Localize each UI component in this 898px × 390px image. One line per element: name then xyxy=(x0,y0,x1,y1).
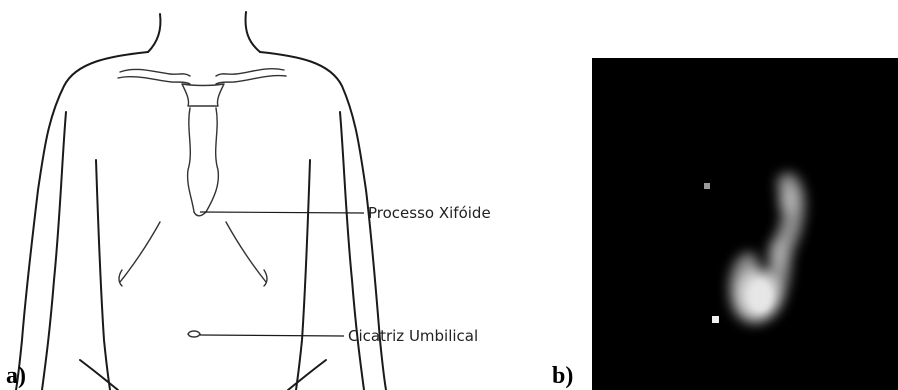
left-torso-side xyxy=(96,160,110,390)
torso-diagram-panel: Processo Xifóide Cicatriz Umbilical xyxy=(0,0,580,390)
navel xyxy=(188,331,200,337)
marker-dot-lower xyxy=(712,316,719,323)
neck-right-outline xyxy=(246,12,260,52)
left-clavicle-lower xyxy=(118,77,190,84)
scan-image-panel xyxy=(592,58,898,390)
xiphoid-leader-line xyxy=(200,212,364,213)
left-rib-margin xyxy=(120,222,160,282)
umbilical-scar-label: Cicatriz Umbilical xyxy=(348,329,478,344)
sternum-body-right xyxy=(206,108,218,212)
right-rib-margin-inner xyxy=(264,270,267,286)
right-clavicle xyxy=(216,69,284,76)
neck-left-outline xyxy=(148,14,161,52)
sternum-body-left xyxy=(188,108,194,212)
right-clavicle-lower xyxy=(216,76,286,84)
right-hip-line xyxy=(288,360,326,390)
right-torso-side xyxy=(296,160,310,390)
right-rib-margin xyxy=(226,222,266,282)
marker-dot-upper xyxy=(704,183,710,189)
manubrium xyxy=(182,84,224,106)
torso-illustration xyxy=(0,0,580,390)
panel-a-letter: a) xyxy=(6,364,26,388)
xiphoid-process-label: Processo Xifóide xyxy=(368,206,491,221)
left-rib-margin-inner xyxy=(119,270,122,286)
umbilicus-leader-line xyxy=(200,335,344,336)
panel-b-letter: b) xyxy=(552,364,573,388)
left-clavicle xyxy=(120,69,190,76)
left-inner-arm-line xyxy=(42,112,66,390)
scan-image xyxy=(592,58,898,390)
left-hip-line xyxy=(80,360,118,390)
left-shoulder-arm-outline xyxy=(16,52,148,390)
